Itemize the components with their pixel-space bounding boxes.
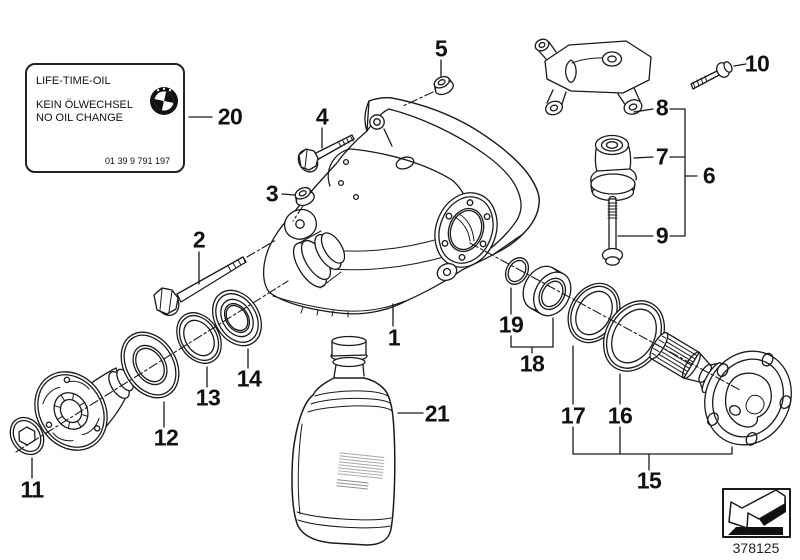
part-rubber-mount[interactable] xyxy=(590,134,637,202)
callout-15[interactable]: 15 xyxy=(636,467,662,494)
part-nut-front[interactable] xyxy=(292,185,316,208)
callout-3[interactable]: 3 xyxy=(265,180,279,207)
part-ring-gasket[interactable] xyxy=(168,305,231,372)
part-bolt-arm[interactable] xyxy=(294,134,355,175)
callout-1[interactable]: 1 xyxy=(387,324,401,351)
part-output-flange[interactable] xyxy=(646,329,800,460)
callout-16[interactable]: 16 xyxy=(607,402,633,429)
callout-11[interactable]: 11 xyxy=(20,476,44,503)
callout-14[interactable]: 14 xyxy=(236,365,262,392)
part-shaft-seal-large[interactable] xyxy=(109,322,190,409)
part-bracket[interactable] xyxy=(533,37,652,117)
callout-20[interactable]: 20 xyxy=(217,103,243,130)
part-bolt-vertical[interactable] xyxy=(601,195,624,266)
input-drive-flange xyxy=(34,367,134,451)
callout-17[interactable]: 17 xyxy=(560,402,586,429)
oil-bottle-label xyxy=(336,452,385,490)
info-label-part-number: 01 39 9 791 197 xyxy=(104,156,170,166)
info-label-subtitle-de: KEIN ÖLWECHSEL xyxy=(36,99,133,111)
callout-6[interactable]: 6 xyxy=(702,162,716,189)
bmw-roundel-logo xyxy=(150,87,178,115)
part-nut-arm[interactable] xyxy=(431,74,455,97)
part-bearing[interactable] xyxy=(516,260,579,323)
callout-2[interactable]: 2 xyxy=(192,226,206,253)
callout-12[interactable]: 12 xyxy=(153,424,179,451)
part-differential-housing[interactable] xyxy=(262,96,540,318)
callout-5[interactable]: 5 xyxy=(434,35,448,62)
arrow-shadow-bar xyxy=(728,527,783,535)
callout-8[interactable]: 8 xyxy=(655,94,669,121)
callout-10[interactable]: 10 xyxy=(744,50,770,77)
info-label-title: LIFE-TIME-OIL xyxy=(36,75,111,87)
part-bolt-bracket[interactable] xyxy=(690,61,734,90)
rear-cover-ring xyxy=(434,192,498,268)
info-label-box: LIFE-TIME-OIL KEIN ÖLWECHSEL NO OIL CHAN… xyxy=(25,63,185,173)
callout-21[interactable]: 21 xyxy=(424,400,450,427)
callout-13[interactable]: 13 xyxy=(195,384,221,411)
callout-leader-lines xyxy=(31,59,747,479)
diagram-number: 378125 xyxy=(732,540,780,556)
callout-4[interactable]: 4 xyxy=(315,103,329,130)
part-bolt-long[interactable] xyxy=(150,256,247,320)
part-seal-stepped[interactable] xyxy=(203,281,272,354)
direction-arrow-icon xyxy=(728,489,786,529)
info-label-subtitle-en: NO OIL CHANGE xyxy=(36,112,123,124)
assembly-axis-lines xyxy=(15,91,741,453)
callout-18[interactable]: 18 xyxy=(519,350,545,377)
callout-19[interactable]: 19 xyxy=(498,311,524,338)
callout-7[interactable]: 7 xyxy=(655,143,669,170)
callout-9[interactable]: 9 xyxy=(655,222,669,249)
part-oil-bottle[interactable] xyxy=(291,335,397,546)
direction-arrow-box xyxy=(722,488,791,538)
